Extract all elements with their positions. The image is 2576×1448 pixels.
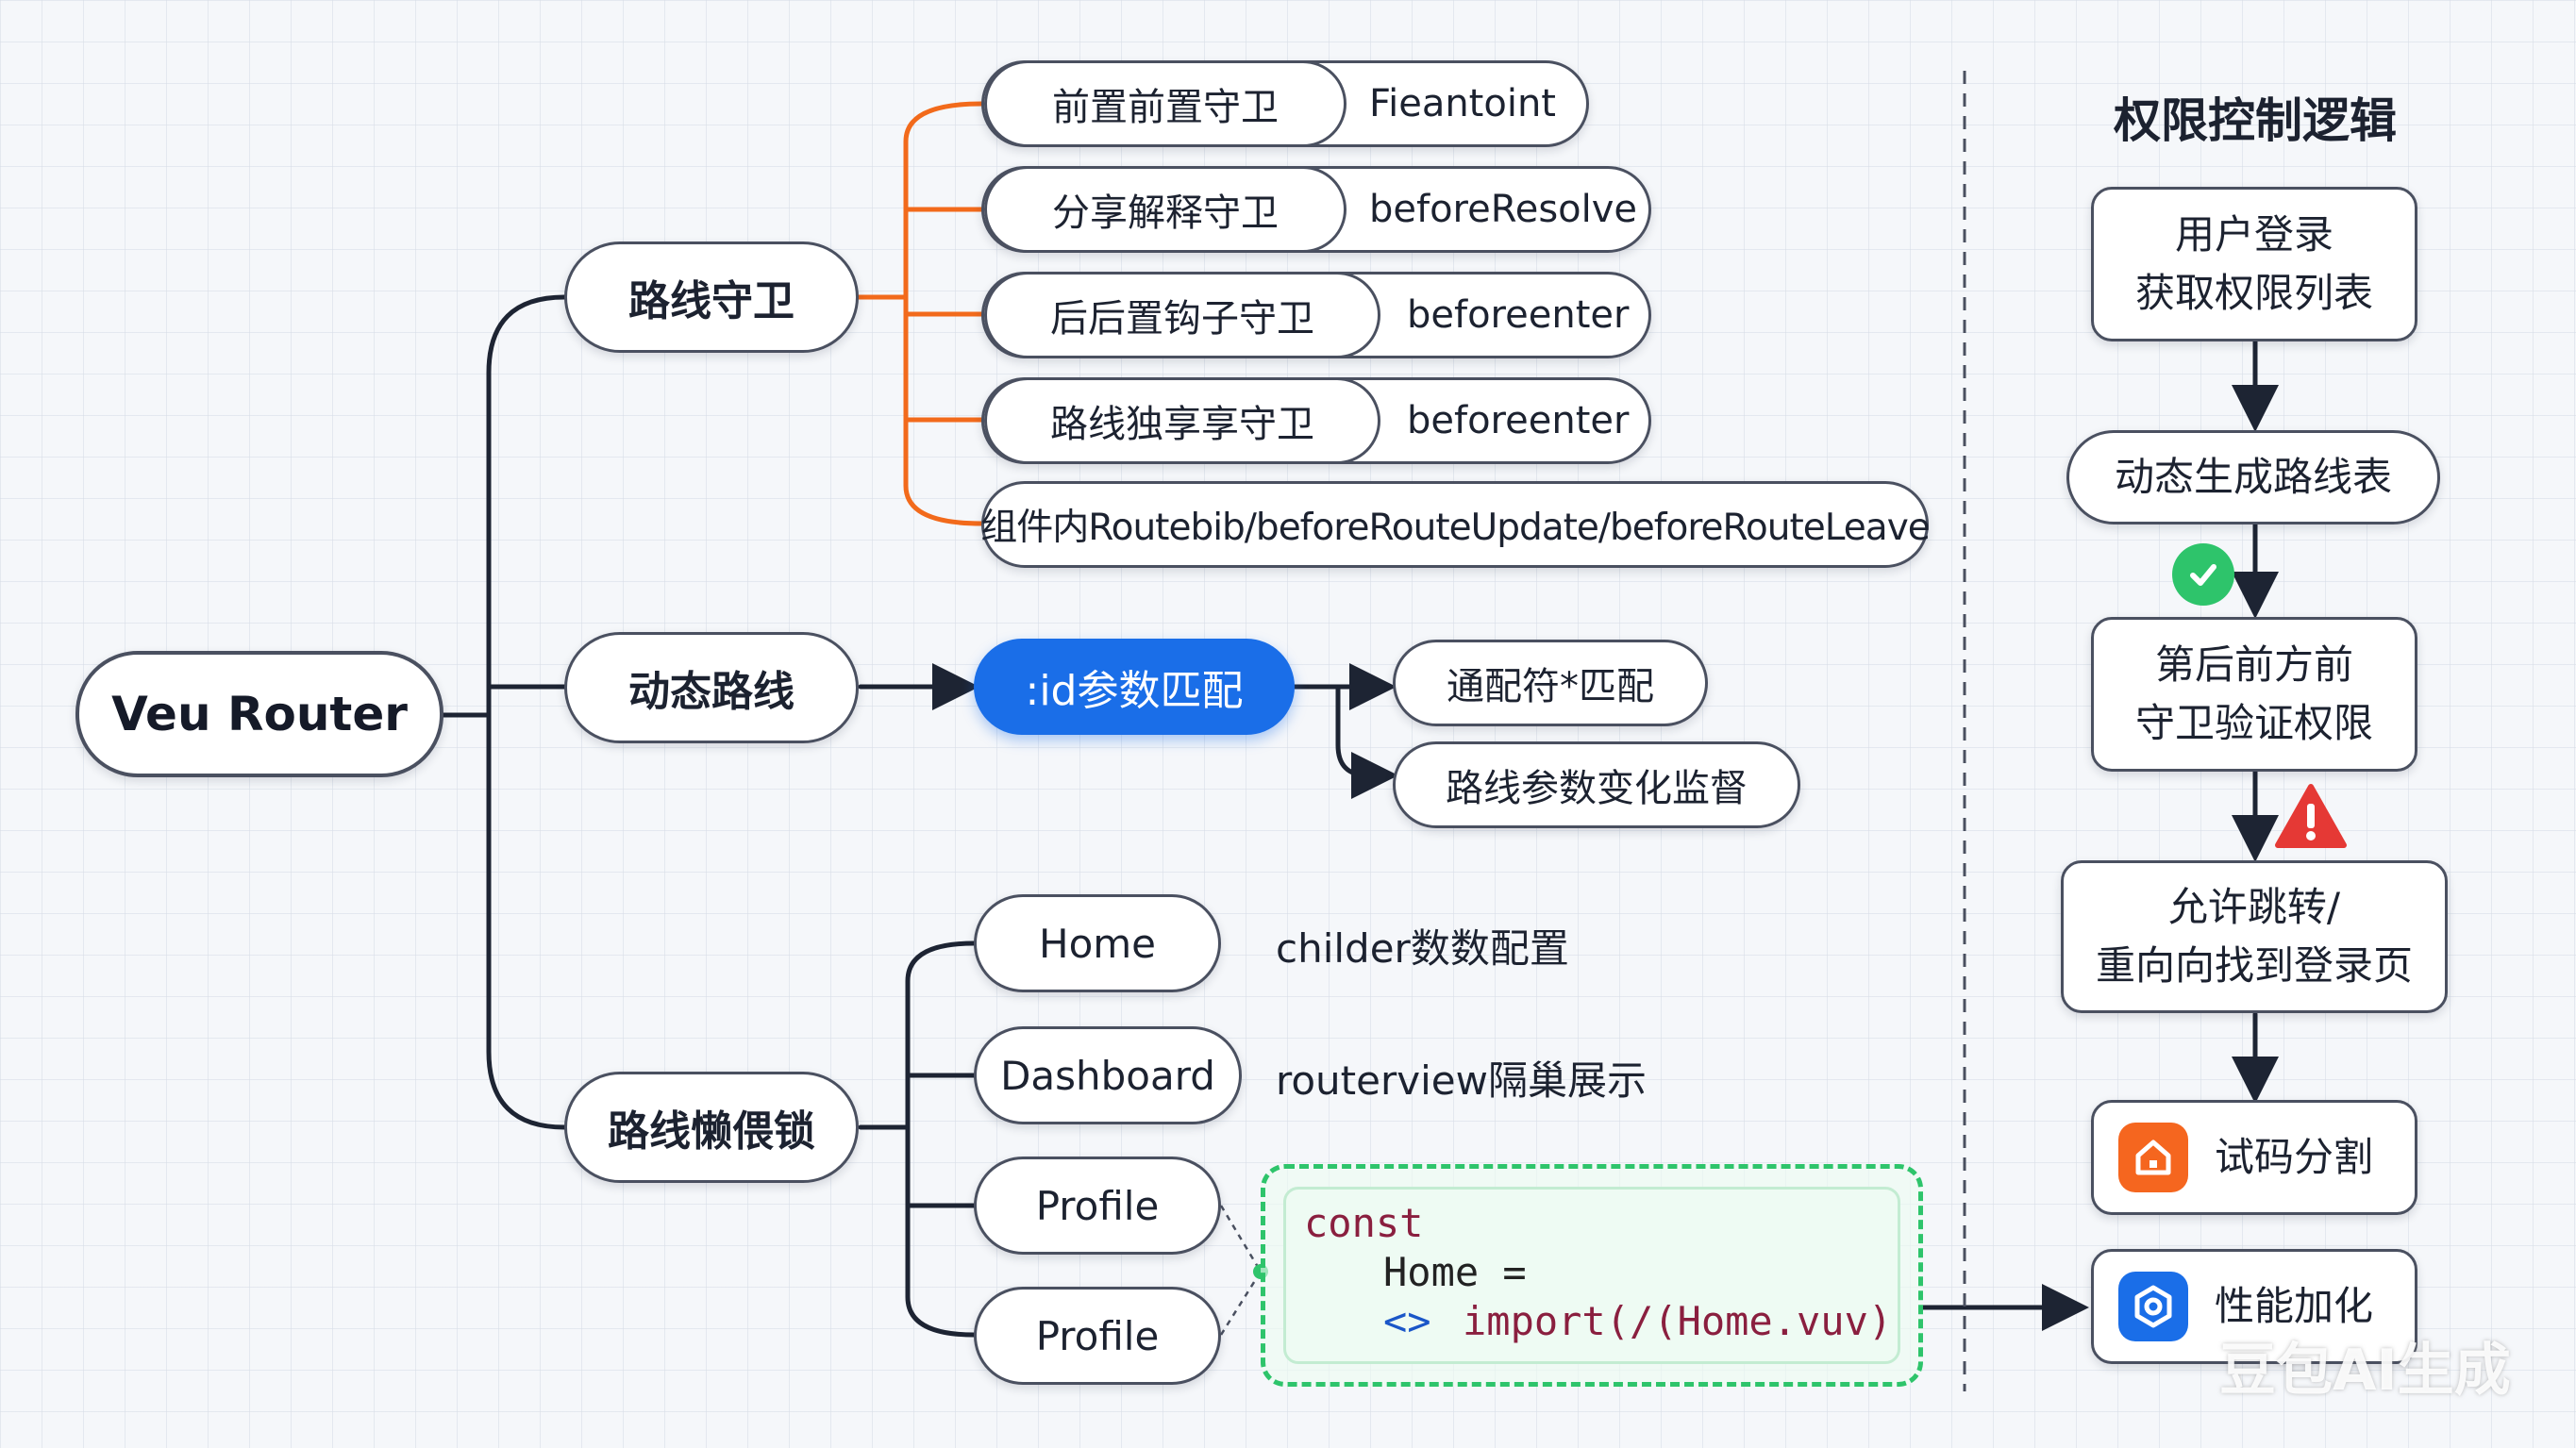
code-line-import: import(/(Home.vuv) xyxy=(1463,1298,1893,1344)
code-line-home: Home = xyxy=(1383,1249,1527,1295)
step-line: 动态生成路线表 xyxy=(2114,454,2392,500)
step-generate-routes[interactable]: 动态生成路线表 xyxy=(2066,430,2440,524)
home-icon xyxy=(2118,1123,2188,1192)
guard-label: 前置前置守卫 xyxy=(984,60,1347,147)
step-login[interactable]: 用户登录 获取权限列表 xyxy=(2091,187,2417,341)
lazy-note-home: childer数数配置 xyxy=(1276,925,1569,972)
guard-before-enter[interactable]: 路线独享享守卫 beforeenter xyxy=(981,377,1651,464)
code-line-const: const xyxy=(1304,1200,1424,1246)
warning-icon xyxy=(2274,783,2348,849)
param-watch-node[interactable]: 路线参数变化监督 xyxy=(1393,741,1800,828)
step-line: 重向向找到登录页 xyxy=(2095,942,2413,989)
root-node-veu-router[interactable]: Veu Router xyxy=(75,651,443,777)
code-snippet xyxy=(1283,1187,1900,1364)
branch-dynamic-route[interactable]: 动态路线 xyxy=(564,632,859,743)
step-line: 试码分割 xyxy=(2215,1134,2374,1180)
code-line-arrow: <> xyxy=(1383,1298,1431,1344)
hexagon-gear-icon xyxy=(2118,1272,2188,1341)
guard-before-each[interactable]: 前置前置守卫 Fieantoint xyxy=(981,60,1589,147)
branch-route-guard[interactable]: 路线守卫 xyxy=(564,241,859,353)
step-line: 获取权限列表 xyxy=(2134,270,2373,316)
guard-hook: beforeenter xyxy=(1407,293,1630,337)
guard-before-resolve[interactable]: 分享解释守卫 beforeResolve xyxy=(981,166,1651,253)
guard-in-component[interactable]: 组件内Routebib/beforeRouteUpdate/beforeRout… xyxy=(980,481,1931,568)
watermark: 豆包AI生成 xyxy=(2219,1338,2511,1404)
guard-label: 后后置钩子守卫 xyxy=(984,272,1380,358)
step-performance[interactable]: 性能加化 xyxy=(2091,1249,2417,1364)
lazy-item-dashboard[interactable]: Dashboard xyxy=(974,1026,1242,1124)
step-code-split[interactable]: 试码分割 xyxy=(2091,1100,2417,1215)
check-icon xyxy=(2172,543,2234,606)
step-line: 守卫验证权限 xyxy=(2134,700,2373,746)
lazy-item-profile[interactable]: Profile xyxy=(974,1287,1221,1385)
guard-after-each[interactable]: 后后置钩子守卫 beforeenter xyxy=(981,272,1651,358)
branch-lazy-route[interactable]: 路线懒偎锁 xyxy=(564,1072,859,1183)
guard-hook: beforeResolve xyxy=(1369,188,1638,231)
param-match-node[interactable]: :id参数匹配 xyxy=(974,639,1295,735)
step-allow-redirect[interactable]: 允许跳转/ 重向向找到登录页 xyxy=(2061,860,2448,1013)
step-line: 允许跳转/ xyxy=(2167,884,2341,930)
step-guard-verify[interactable]: 第后前方前 守卫验证权限 xyxy=(2091,617,2417,772)
guard-hook: beforeenter xyxy=(1407,399,1630,442)
guard-hook: Fieantoint xyxy=(1369,82,1556,125)
step-line: 性能加化 xyxy=(2215,1283,2374,1329)
wildcard-match-node[interactable]: 通配符*匹配 xyxy=(1393,640,1708,726)
lazy-note-dashboard: routerview隔巢展示 xyxy=(1276,1057,1647,1104)
step-line: 第后前方前 xyxy=(2154,641,2353,688)
step-line: 用户登录 xyxy=(2174,211,2333,258)
lazy-item-home[interactable]: Home xyxy=(974,894,1221,992)
lazy-item-profile[interactable]: Profile xyxy=(974,1157,1221,1255)
permission-title: 权限控制逻辑 xyxy=(2114,93,2397,148)
guard-label: 分享解释守卫 xyxy=(984,166,1347,253)
guard-label: 路线独享享守卫 xyxy=(984,377,1380,464)
